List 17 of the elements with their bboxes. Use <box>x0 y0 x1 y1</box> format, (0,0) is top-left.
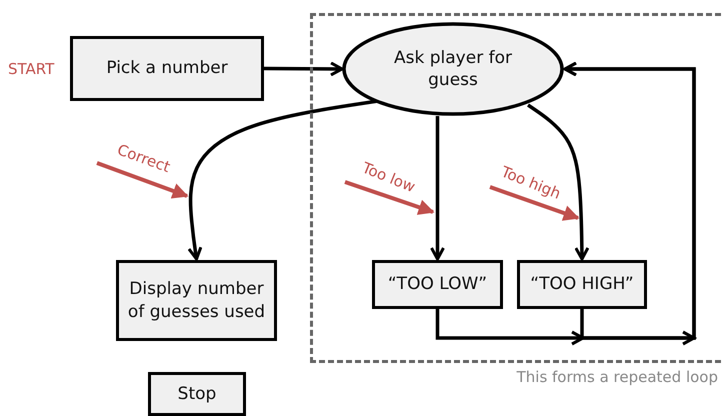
process-box <box>70 36 264 101</box>
start-label: START <box>8 60 54 78</box>
node-label: “TOO HIGH” <box>530 273 634 296</box>
loop-region <box>310 13 722 363</box>
process-box <box>517 260 647 309</box>
process-ellipse <box>342 22 564 116</box>
caption-text: This forms a repeated loop <box>516 368 718 386</box>
node-label: Ask player for guess <box>393 46 513 92</box>
edge-label: Too low <box>360 158 418 196</box>
node-label: Stop <box>178 382 216 406</box>
process-box <box>148 372 246 416</box>
node-label: Display number of guesses used <box>126 278 266 323</box>
edge-label: Too high <box>498 162 564 203</box>
node-label: Pick a number <box>106 57 228 80</box>
process-box <box>372 260 503 309</box>
process-box <box>116 260 277 341</box>
node-label: “TOO LOW” <box>388 273 488 296</box>
